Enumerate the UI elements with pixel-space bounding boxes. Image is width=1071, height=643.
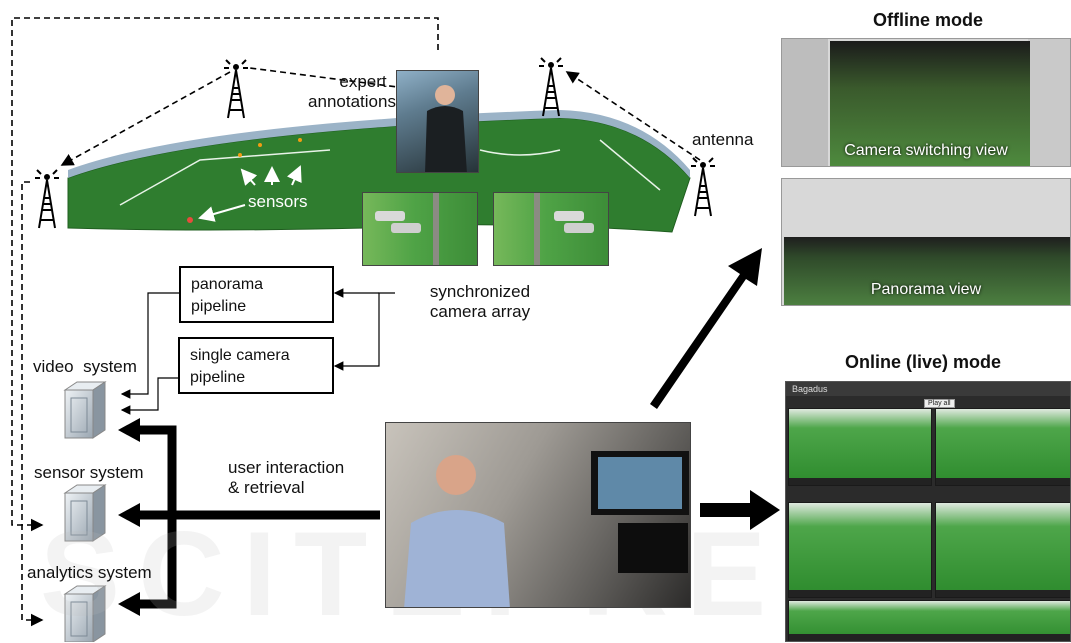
retrieval-bus [140, 425, 380, 609]
video-controls[interactable] [789, 478, 931, 485]
offline-sidebar-left [782, 39, 828, 166]
analytics-system-label: analytics system [27, 563, 152, 582]
sensor-arrows [198, 165, 302, 222]
pipeline-connectors [120, 288, 395, 415]
user-at-laptop-photo [385, 422, 691, 608]
live-video-tile [788, 502, 932, 598]
play-all-button[interactable]: Play all [924, 399, 955, 408]
video-controls[interactable] [789, 634, 1070, 641]
retrieval-line2: & retrieval [228, 478, 305, 497]
synchronized-camera-array-label: synchronized camera array [420, 282, 540, 322]
video-controls[interactable] [789, 590, 931, 597]
panorama-pipeline-line2: pipeline [191, 298, 247, 315]
camera-array-photo-right [493, 192, 609, 266]
video-system-label: video system [33, 357, 137, 376]
person-silhouette [425, 85, 467, 172]
video-controls[interactable] [936, 478, 1070, 485]
panorama-view-screenshot: Panorama view [781, 178, 1071, 306]
live-app-titlebar: Bagadus [786, 382, 1070, 396]
single-camera-pipeline-line1: single camera [190, 347, 290, 364]
offline-mode-heading: Offline mode [873, 10, 984, 30]
sensors-label: sensors [248, 192, 308, 211]
live-mode-screenshot: Bagadus Play all [785, 381, 1071, 642]
mode-arrows [650, 248, 780, 530]
expert-annotations-line1: expert [339, 72, 387, 91]
user-interaction-label: user interaction & retrieval [228, 458, 344, 498]
offline-sidebar-right [1028, 39, 1070, 166]
server-icons [63, 381, 107, 642]
live-video-tile [935, 408, 1070, 486]
panorama-view-video [784, 237, 1070, 305]
camera-cluster [534, 193, 594, 265]
camera-array-photo-left [362, 192, 478, 266]
synchronized-line1: synchronized [429, 282, 531, 301]
online-mode-heading: Online (live) mode [845, 352, 1002, 372]
user-interaction-line1: user interaction [228, 458, 345, 477]
sensor-system-label: sensor system [34, 463, 144, 482]
single-camera-pipeline-box: single camera pipeline [178, 337, 334, 394]
live-video-tile [935, 502, 1070, 598]
camera-switching-view-screenshot: Camera switching view [781, 38, 1071, 167]
camera-switching-view-caption: Camera switching view [844, 142, 1008, 159]
panorama-view-caption: Panorama view [870, 281, 982, 298]
wireless-links [11, 17, 701, 627]
antenna-label: antenna [692, 130, 754, 149]
camera-array-line2: camera array [429, 302, 531, 321]
camera-cluster [375, 193, 439, 265]
single-camera-pipeline-line2: pipeline [190, 369, 246, 386]
panorama-pipeline-line1: panorama [191, 276, 264, 293]
live-video-tile [788, 600, 1070, 641]
antenna-icons [35, 57, 715, 229]
live-video-tile [788, 408, 932, 486]
bus-arrowheads [118, 418, 140, 616]
office-scene [404, 451, 689, 607]
expert-annotator-photo [396, 70, 479, 173]
camera-switching-video [830, 41, 1030, 166]
video-controls[interactable] [936, 590, 1070, 597]
panorama-pipeline-box: panorama pipeline [179, 266, 334, 323]
expert-annotations-label: expert annotations [308, 72, 396, 112]
expert-annotations-line2: annotations [308, 92, 396, 111]
